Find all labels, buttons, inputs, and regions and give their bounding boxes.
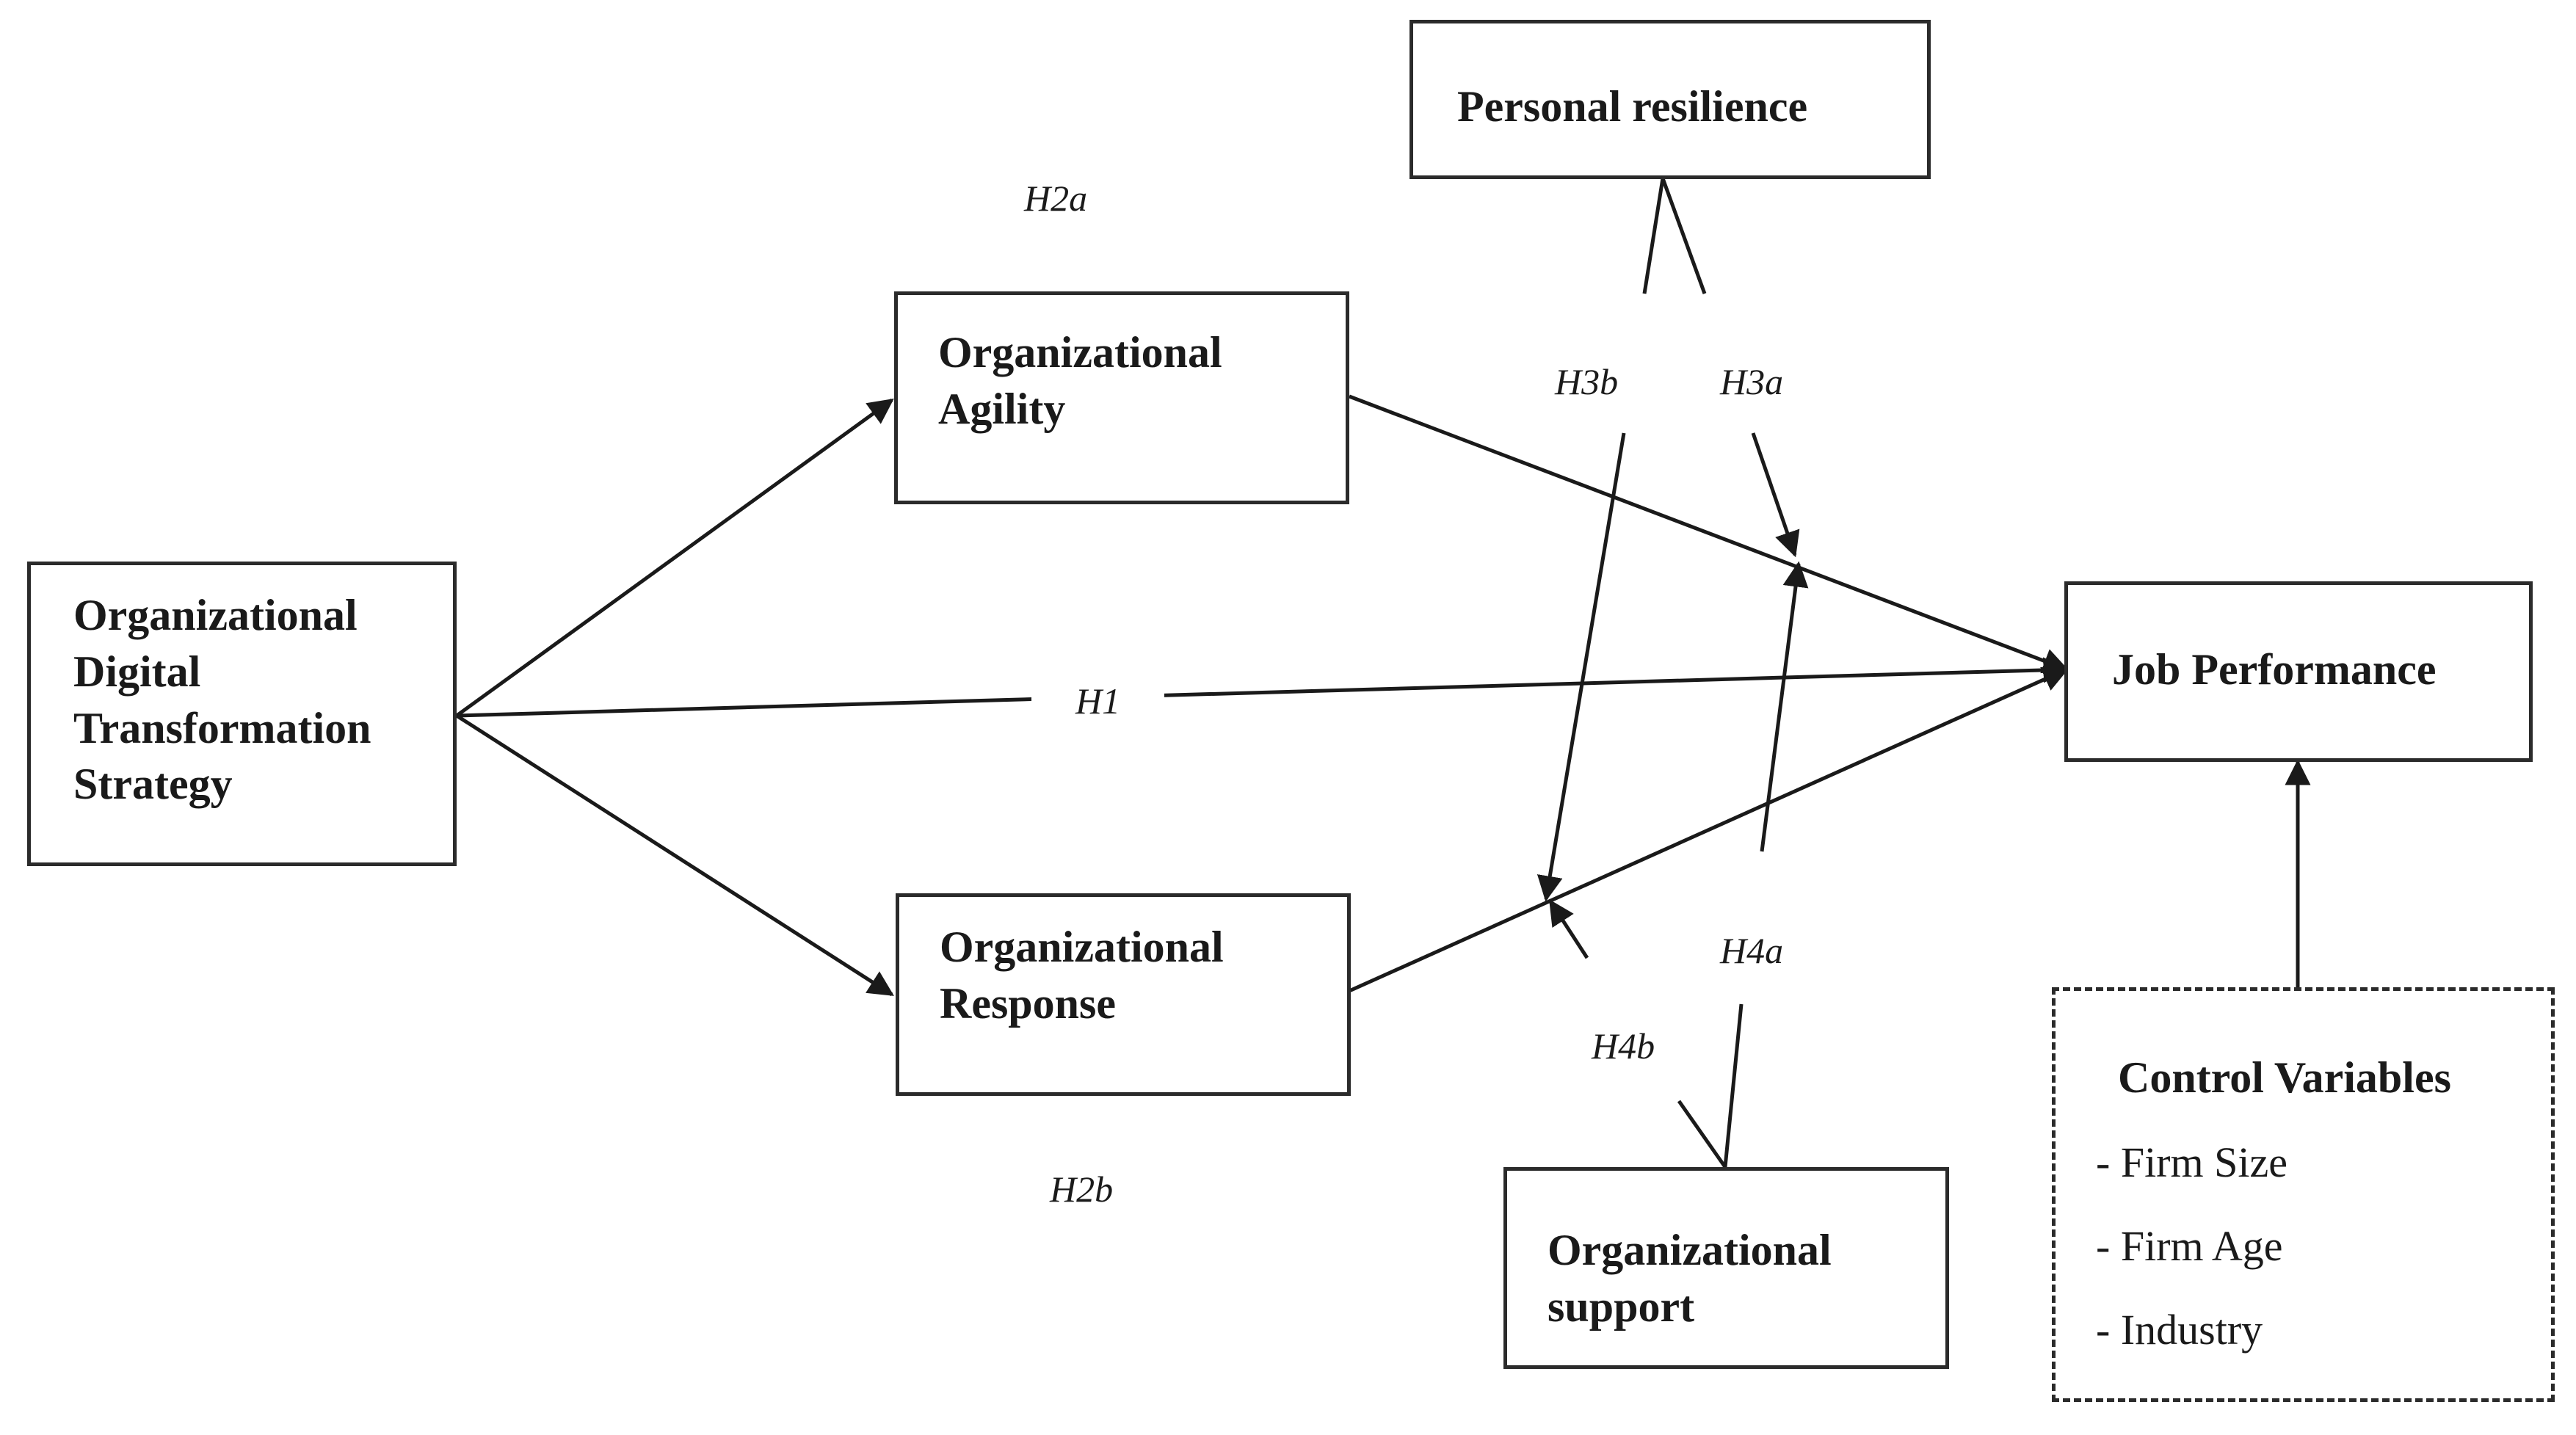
- arrow-h2a: [455, 398, 894, 718]
- node-label-line: Response: [940, 978, 1117, 1028]
- node-organizational-support: Organizational support: [1503, 1167, 1949, 1369]
- hypothesis-label-h3a: H3a: [1713, 363, 1791, 400]
- node-label-line: Strategy: [73, 760, 233, 809]
- arrow-h3a: [1751, 432, 1800, 558]
- arrow-h1: [456, 657, 2069, 718]
- node-label-line: Agility: [938, 384, 1066, 433]
- arrow-h4a: [1760, 561, 1809, 852]
- node-organizational-response: Organizational Response: [896, 893, 1351, 1096]
- node-label-line: Personal resilience: [1457, 82, 1808, 131]
- hypothesis-label-h2b: H2b: [1042, 1171, 1121, 1207]
- resilience-connector-left: [1642, 178, 1665, 294]
- node-label-line: Organizational: [940, 923, 1224, 971]
- arrow-h2b: [455, 713, 894, 997]
- support-connector-right: [1723, 1003, 1744, 1168]
- node-job-performance: Job Performance: [2064, 581, 2533, 762]
- hypothesis-label-h2a: H2a: [1017, 180, 1095, 217]
- arrow-agility-to-performance: [1349, 394, 2069, 674]
- node-personal-resilience: Personal resilience: [1409, 20, 1931, 179]
- control-variable-item: - Firm Age: [2096, 1222, 2283, 1271]
- hypothesis-label-h4a: H4a: [1713, 932, 1791, 969]
- hypothesis-label-h4b: H4b: [1584, 1028, 1663, 1064]
- support-connector-left: [1677, 1100, 1727, 1169]
- node-label-line: Transformation: [73, 703, 371, 752]
- control-variable-item: - Industry: [2096, 1306, 2263, 1354]
- node-label-line: Digital: [73, 647, 201, 696]
- arrow-response-to-performance: [1348, 666, 2069, 993]
- node-label-line: Organizational: [73, 591, 358, 639]
- node-label-line: Organizational: [938, 328, 1222, 377]
- node-label-line: support: [1548, 1282, 1695, 1331]
- hypothesis-label-h3b: H3b: [1548, 363, 1626, 400]
- arrow-h4b: [1548, 899, 1589, 959]
- node-organizational-agility: Organizational Agility: [894, 291, 1349, 504]
- arrow-h3b: [1536, 432, 1626, 902]
- node-label-line: Organizational: [1548, 1226, 1832, 1274]
- control-variable-item: - Firm Size: [2096, 1138, 2287, 1186]
- node-control-variables: Control Variables - Firm Size - Firm Age…: [2052, 987, 2555, 1402]
- node-label-line: Job Performance: [2112, 645, 2437, 694]
- node-digital-transformation-strategy: Organizational Digital Transformation St…: [27, 562, 457, 866]
- hypothesis-label-h1: H1: [1031, 683, 1165, 719]
- control-variables-title: Control Variables: [2118, 1053, 2451, 1102]
- resilience-connector-right: [1661, 178, 1707, 294]
